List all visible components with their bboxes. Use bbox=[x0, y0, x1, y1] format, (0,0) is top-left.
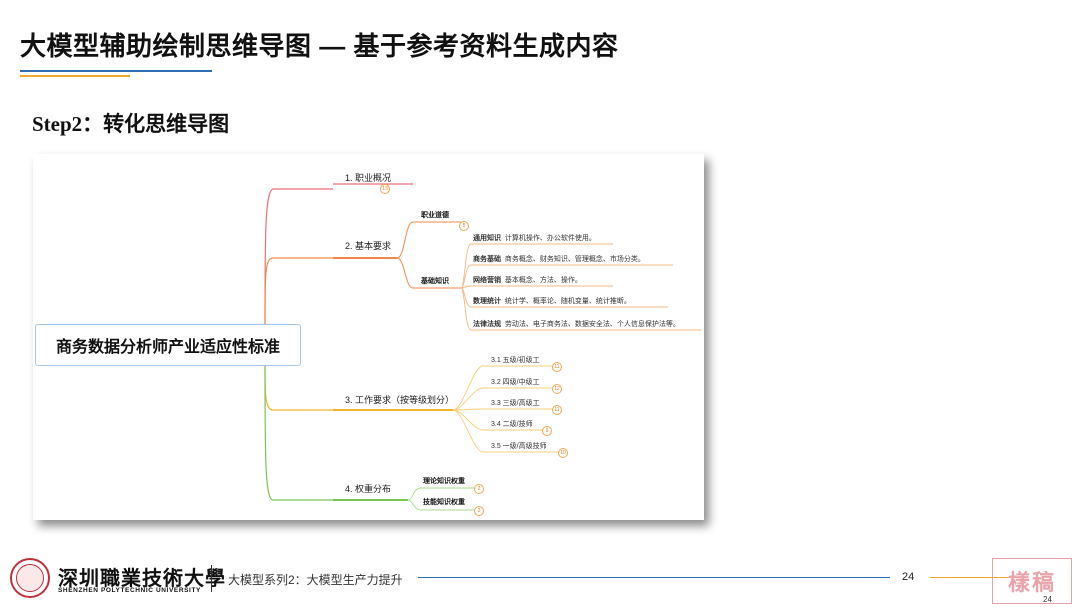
level-item: 3.2 四级/中级工 bbox=[491, 379, 540, 386]
knowledge-item: 通用知识 计算机操作、办公软件使用。 bbox=[473, 233, 596, 243]
page-number-small: 24 bbox=[1043, 595, 1052, 604]
logo-seal-icon bbox=[16, 564, 44, 592]
knowledge-item-key: 商务基础 bbox=[473, 256, 501, 263]
title-underline-orange bbox=[20, 75, 130, 77]
weight-badge: 2 bbox=[474, 506, 484, 516]
knowledge-item-key: 网络营销 bbox=[473, 277, 501, 284]
knowledge-item: 法律法规 劳动法、电子商务法、数据安全法、个人信息保护法等。 bbox=[473, 319, 680, 329]
knowledge-item-text: 基本概念、方法、操作。 bbox=[504, 277, 582, 284]
mindmap-central-node: 商务数据分析师产业适应性标准 bbox=[35, 324, 301, 366]
step-heading: Step2：转化思维导图 bbox=[32, 112, 230, 136]
level-badge: 10 bbox=[558, 448, 568, 458]
knowledge-label: 基础知识 bbox=[421, 278, 449, 285]
university-logo bbox=[10, 558, 50, 598]
weight-badge: 2 bbox=[474, 484, 484, 494]
title-underline-blue bbox=[20, 70, 212, 72]
university-name-cn: 深圳職業技術大學 bbox=[58, 568, 226, 590]
page-number: 24 bbox=[902, 571, 915, 583]
knowledge-item: 商务基础 商务概念、财务知识、管理概念、市场分类。 bbox=[473, 254, 645, 264]
branch-1-badge: 13 bbox=[380, 184, 390, 194]
knowledge-item-text: 劳动法、电子商务法、数据安全法、个人信息保护法等。 bbox=[504, 321, 680, 328]
ethics-badge: 5 bbox=[459, 221, 469, 231]
mindmap-image: 商务数据分析师产业适应性标准 1. 职业概况 13 2. 基本要求 职业道德 5… bbox=[33, 154, 704, 520]
branch-1-label: 1. 职业概况 bbox=[345, 173, 392, 183]
level-badge: 11 bbox=[552, 405, 562, 415]
level-item: 3.4 二级/技师 bbox=[491, 421, 533, 428]
page-title: 大模型辅助绘制思维导图 — 基于参考资料生成内容 bbox=[20, 31, 619, 61]
level-badge: 9 bbox=[542, 426, 552, 436]
weight-item: 理论知识权重 bbox=[423, 478, 465, 485]
footer-divider bbox=[211, 565, 212, 592]
knowledge-item-key: 法律法规 bbox=[473, 321, 501, 328]
level-badge: 12 bbox=[552, 384, 562, 394]
knowledge-item-key: 通用知识 bbox=[473, 235, 501, 242]
knowledge-item-text: 统计学、概率论、随机变量、统计推断。 bbox=[504, 298, 631, 305]
knowledge-item-text: 计算机操作、办公软件使用。 bbox=[504, 235, 596, 242]
ethics-label: 职业道德 bbox=[421, 212, 449, 219]
footer-line-orange bbox=[930, 577, 1020, 578]
knowledge-item-text: 商务概念、财务知识、管理概念、市场分类。 bbox=[504, 256, 645, 263]
branch-2-label: 2. 基本要求 bbox=[345, 241, 392, 251]
weight-item: 技能知识权重 bbox=[423, 499, 465, 506]
branch-4-label: 4. 权重分布 bbox=[345, 484, 392, 494]
level-item: 3.3 三级/高级工 bbox=[491, 400, 540, 407]
knowledge-item: 网络营销 基本概念、方法、操作。 bbox=[473, 275, 582, 285]
mindmap-connectors bbox=[264, 183, 701, 511]
series-title: 大模型系列2：大模型生产力提升 bbox=[228, 573, 403, 587]
level-item: 3.5 一级/高级技师 bbox=[491, 443, 547, 450]
level-badge: 11 bbox=[552, 362, 562, 372]
university-name-en: SHENZHEN POLYTECHNIC UNIVERSITY bbox=[58, 587, 201, 594]
branch-3-label: 3. 工作要求（按等级划分） bbox=[345, 395, 455, 405]
level-item: 3.1 五级/初级工 bbox=[491, 357, 540, 364]
footer-line-blue bbox=[418, 577, 890, 578]
watermark-stamp: 樣稿 bbox=[992, 558, 1072, 604]
knowledge-item-key: 数理统计 bbox=[473, 298, 501, 305]
knowledge-item: 数理统计 统计学、概率论、随机变量、统计推断。 bbox=[473, 296, 631, 306]
